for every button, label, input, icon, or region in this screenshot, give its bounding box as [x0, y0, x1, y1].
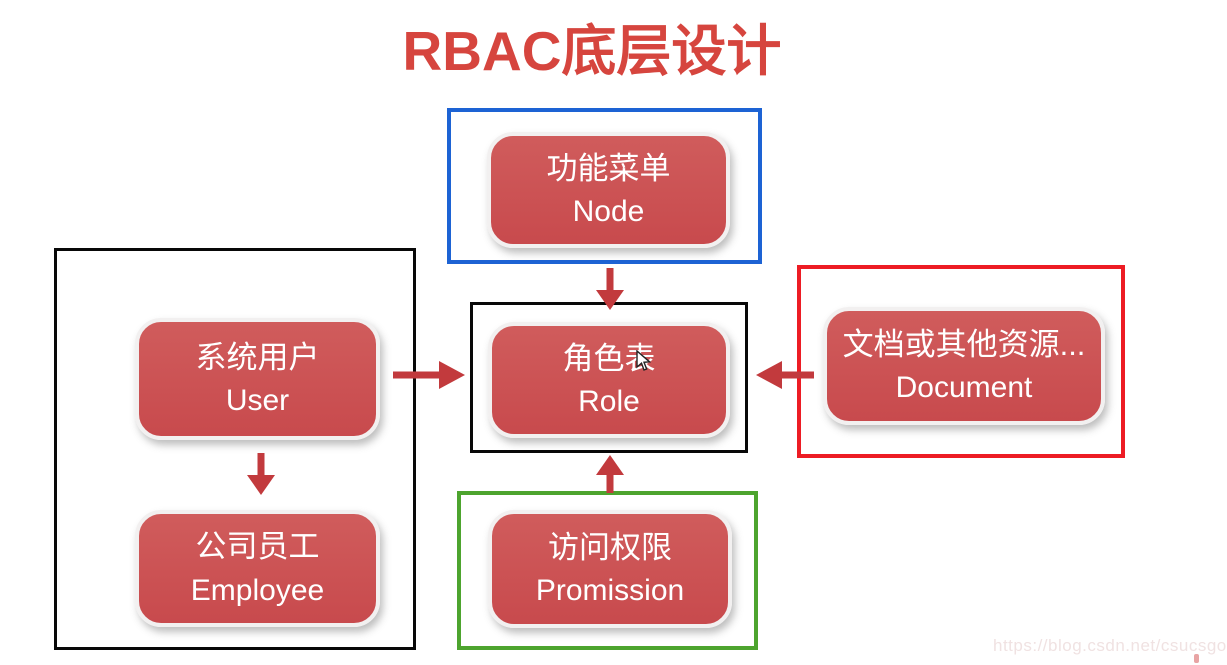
box-document-label-en: Document [895, 371, 1033, 405]
arrow-promission-to-role-icon [596, 455, 624, 493]
arrow-node-to-role-icon [596, 268, 624, 310]
box-document: 文档或其他资源... Document [823, 307, 1105, 425]
box-promission: 访问权限 Promission [488, 510, 732, 628]
watermark-logo-mark [1194, 654, 1199, 663]
box-employee-label-en: Employee [190, 573, 325, 607]
page-title: RBAC底层设计 [402, 20, 782, 82]
arrow-document-to-role-icon [756, 361, 814, 389]
frame-document-group [797, 265, 1125, 458]
box-promission-label-zh: 访问权限 [548, 529, 672, 565]
frame-permission-group [457, 491, 758, 650]
arrow-user-to-employee-icon [247, 453, 275, 495]
box-document-label-zh: 文档或其他资源... [842, 326, 1086, 362]
box-employee-label-zh: 公司员工 [195, 529, 320, 565]
box-promission-label-en: Promission [535, 574, 685, 608]
box-node: 功能菜单 Node [487, 132, 730, 248]
arrow-user-to-role-icon [393, 361, 465, 389]
watermark-url: https://blog.csdn.net/csucsgoat [993, 636, 1227, 655]
box-node-label-en: Node [572, 195, 645, 229]
box-user: 系统用户 User [135, 318, 380, 440]
frame-user-group [54, 248, 416, 650]
box-user-label-en: User [225, 384, 290, 418]
box-node-label-zh: 功能菜单 [546, 150, 671, 186]
frame-node-group [447, 108, 762, 264]
box-employee: 公司员工 Employee [135, 510, 380, 627]
mouse-cursor-icon [636, 350, 651, 371]
box-role-label-en: Role [578, 385, 640, 419]
box-role: 角色表 Role [488, 322, 730, 438]
box-user-label-zh: 系统用户 [195, 339, 320, 375]
